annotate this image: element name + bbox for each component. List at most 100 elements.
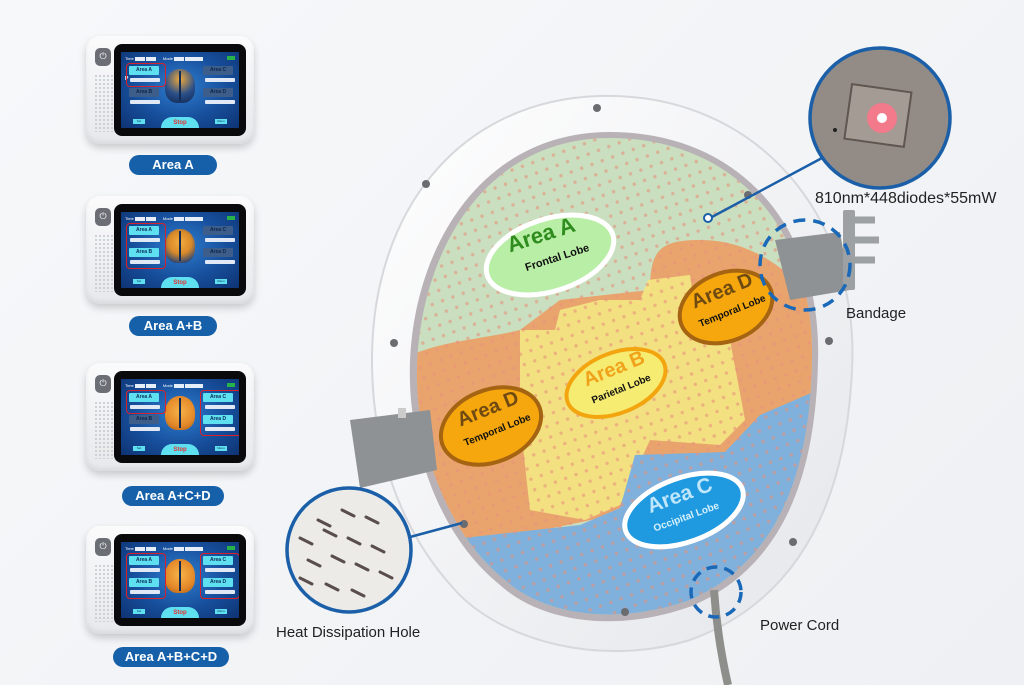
mode-label: Mode <box>162 216 173 221</box>
screen-topbar: Time Mode <box>125 545 235 552</box>
selection-highlight-a <box>126 390 166 414</box>
area-a-power-field[interactable] <box>130 568 160 572</box>
screen-bezel: Time Mode Area A P Area B Area C Area D … <box>114 44 246 136</box>
area-b-power-field[interactable] <box>130 427 160 431</box>
speaker-grille <box>94 564 114 622</box>
bandage-left <box>350 408 437 488</box>
bandage-highlight-circle <box>758 218 852 312</box>
diode-callout-line <box>709 156 823 220</box>
brain-image <box>165 396 195 430</box>
area-a-button[interactable]: Area A <box>129 226 159 235</box>
power-button-icon[interactable]: ⏻ <box>95 208 111 226</box>
mode-label-area-a-b-c-d: Area A+B+C+D <box>113 647 229 667</box>
area-c-power-field[interactable] <box>205 568 235 572</box>
area-c-button[interactable]: Area C <box>203 226 233 235</box>
heat-hole-zoom-circle <box>285 486 413 614</box>
area-d-button[interactable]: Area D <box>203 578 233 587</box>
area-d-button[interactable]: Area D <box>203 248 233 257</box>
mode-label: Mode <box>162 546 173 551</box>
heat-hole-callout-line <box>409 521 463 539</box>
area-c-power-field[interactable] <box>205 238 235 242</box>
screen-topbar: Time Mode <box>125 55 235 62</box>
time-label: Time <box>125 546 134 551</box>
selection-highlight-c-d <box>200 390 239 436</box>
power-button-icon[interactable]: ⏻ <box>95 538 111 556</box>
menu-button[interactable]: Menu <box>215 446 227 451</box>
screws <box>390 104 833 616</box>
mode-label: Mode <box>162 383 173 388</box>
area-d-power-field[interactable] <box>205 260 235 264</box>
power-cord-label: Power Cord <box>760 617 840 634</box>
selection-highlight <box>126 63 166 87</box>
area-a-power-field[interactable] <box>130 405 160 409</box>
stop-button[interactable]: Stop <box>161 607 199 618</box>
selection-highlight-a-b <box>126 553 166 599</box>
area-d-power-field[interactable] <box>205 100 235 104</box>
area-b-button[interactable]: Area B <box>129 88 159 97</box>
screen-topbar: Time Mode <box>125 215 235 222</box>
area-a-button[interactable]: Area A <box>129 393 159 402</box>
area-d-button[interactable]: Area D <box>203 88 233 97</box>
area-c-button[interactable]: Area C <box>203 393 233 402</box>
area-a-power-field[interactable] <box>130 238 160 242</box>
area-b-power-field[interactable] <box>130 260 160 264</box>
controller-device-area-a: ⏻ Time Mode Area A P Area B Area C Area … <box>86 36 254 144</box>
time-label: Time <box>125 383 134 388</box>
area-d-power-field[interactable] <box>205 427 235 431</box>
brain-image <box>165 229 195 263</box>
controller-device-area-a-b: ⏻ Time Mode Area A Area B Area C Area D … <box>86 196 254 304</box>
brain-image <box>165 559 195 593</box>
zone-label-area-b <box>564 347 668 419</box>
selection-highlight <box>126 223 166 269</box>
controller-device-area-a-b-c-d: ⏻ Time Mode Area A Area B Area C Area D … <box>86 526 254 634</box>
touchscreen: Time Mode Area A Area B Area C Area D Se… <box>121 379 239 455</box>
stop-button[interactable]: Stop <box>161 444 199 455</box>
area-b-button[interactable]: Area B <box>129 578 159 587</box>
touchscreen: Time Mode Area A Area B Area C Area D Se… <box>121 212 239 288</box>
screen-bezel: Time Mode Area A Area B Area C Area D Se… <box>114 204 246 296</box>
screen-bezel: Time Mode Area A Area B Area C Area D Se… <box>114 534 246 626</box>
stop-button[interactable]: Stop <box>161 277 199 288</box>
status-led <box>227 56 235 60</box>
set-button[interactable]: Set <box>133 119 145 124</box>
time-label: Time <box>125 216 134 221</box>
area-a-power-field[interactable] <box>130 78 160 82</box>
menu-button[interactable]: Menu <box>215 119 227 124</box>
touchscreen: Time Mode Area A Area B Area C Area D Se… <box>121 542 239 618</box>
time-label: Time <box>125 56 134 61</box>
area-c-power-field[interactable] <box>205 405 235 409</box>
menu-button[interactable]: Menu <box>215 279 227 284</box>
controller-device-area-a-c-d: ⏻ Time Mode Area A Area B Area C Area D … <box>86 363 254 471</box>
diode-spec-label: 810nm*448diodes*55mW <box>815 190 997 207</box>
area-d-power-field[interactable] <box>205 590 235 594</box>
area-a-button[interactable]: Area A <box>129 556 159 565</box>
zone-label-area-d-left <box>438 385 544 467</box>
area-c-button[interactable]: Area C <box>203 556 233 565</box>
area-c-button[interactable]: Area C <box>203 66 233 75</box>
heat-vent-slots <box>298 508 394 598</box>
area-a-button[interactable]: Area A <box>129 66 159 75</box>
power-button-icon[interactable]: ⏻ <box>95 48 111 66</box>
touchscreen: Time Mode Area A P Area B Area C Area D … <box>121 52 239 128</box>
status-led <box>227 383 235 387</box>
set-button[interactable]: Set <box>133 279 145 284</box>
area-b-power-field[interactable] <box>130 590 160 594</box>
brain-image <box>165 69 195 103</box>
power-button-icon[interactable]: ⏻ <box>95 375 111 393</box>
area-b-button[interactable]: Area B <box>129 415 159 424</box>
selection-highlight-c-d <box>200 553 239 599</box>
area-b-button[interactable]: Area B <box>129 248 159 257</box>
stop-button[interactable]: Stop <box>161 117 199 128</box>
menu-button[interactable]: Menu <box>215 609 227 614</box>
area-b-power-field[interactable] <box>130 100 160 104</box>
set-button[interactable]: Set <box>133 609 145 614</box>
set-button[interactable]: Set <box>133 446 145 451</box>
status-led <box>227 216 235 220</box>
speaker-grille <box>94 74 114 132</box>
mode-label: Mode <box>162 56 173 61</box>
mode-label-area-a-b: Area A+B <box>129 316 217 336</box>
area-d-button[interactable]: Area D <box>203 415 233 424</box>
zone-label-area-c <box>622 470 746 550</box>
area-c-power-field[interactable] <box>205 78 235 82</box>
